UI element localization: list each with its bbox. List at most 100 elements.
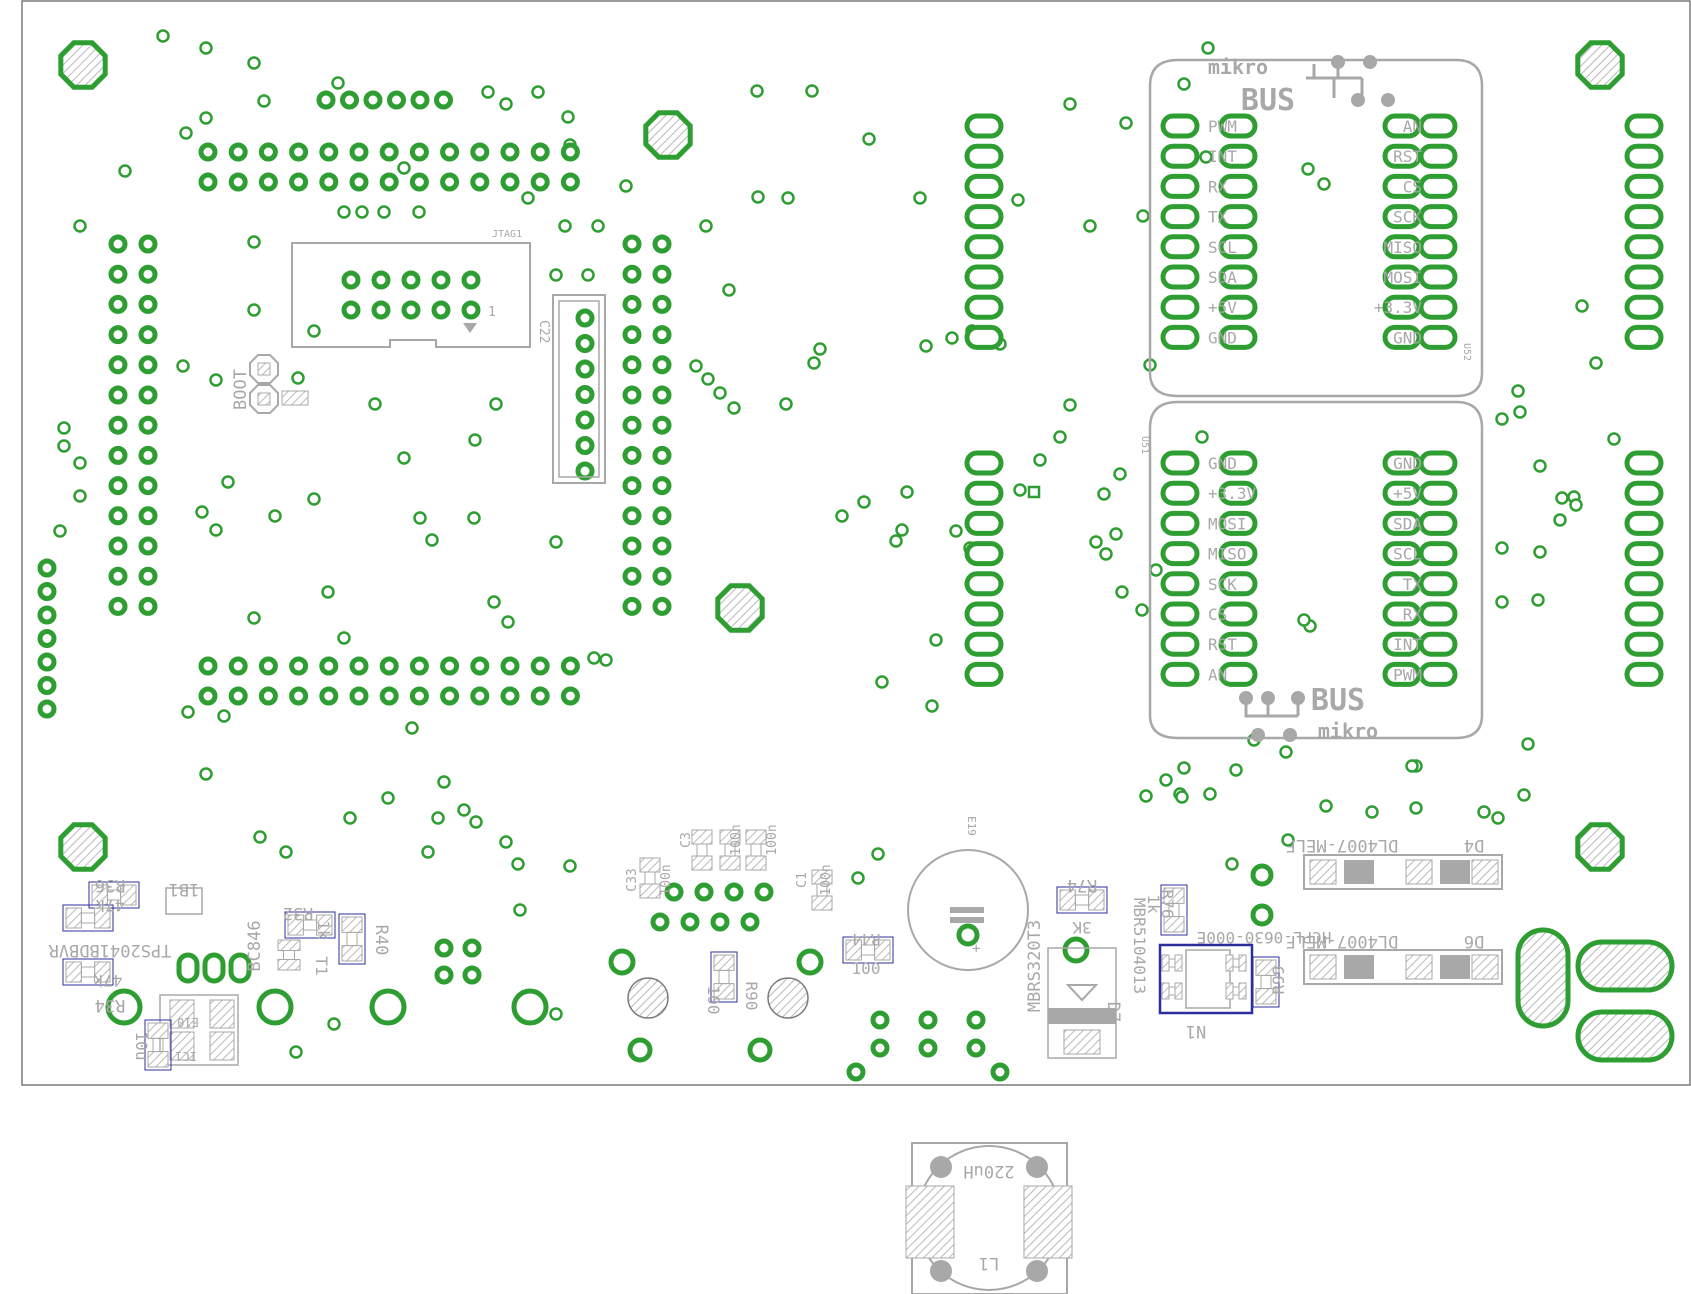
pin-label-bottom-right: +5V [1393, 484, 1422, 503]
via-icon [307, 492, 321, 506]
pad [575, 334, 595, 353]
via-icon [1491, 811, 1505, 825]
mikrobus-socket-top: mikro BUS U52 [1148, 55, 1484, 398]
label-mbr2: MBR5104013 [1130, 898, 1149, 994]
pin-label-bottom-right: SDA [1393, 514, 1422, 533]
label-r32: R32 [283, 903, 314, 923]
smd-pad [341, 945, 363, 962]
header-pad [1624, 173, 1664, 199]
via-icon [247, 303, 261, 317]
pad [650, 912, 670, 932]
header-pad [1382, 480, 1422, 506]
pad [316, 90, 336, 110]
smd-body [1168, 986, 1176, 996]
pad [622, 566, 642, 586]
header-pad [1624, 324, 1664, 350]
mikrobus-logo-top-2: mikro [1318, 719, 1378, 743]
via-icon [1089, 535, 1103, 549]
pad [462, 938, 482, 958]
pad [258, 686, 278, 706]
label-c33v: 100n [659, 864, 674, 895]
via-icon [1229, 763, 1243, 777]
header-pad [1218, 571, 1258, 597]
pin-label-top-right: RST [1393, 147, 1422, 166]
header-pad [964, 450, 1004, 476]
pad [379, 172, 399, 192]
header-pad [1418, 510, 1458, 536]
via-icon [501, 615, 515, 629]
smd-body [283, 950, 295, 960]
via-icon [851, 871, 865, 885]
via-icon [176, 359, 190, 373]
header-pad [1218, 661, 1258, 687]
pad [622, 385, 642, 405]
via-icon [1203, 787, 1217, 801]
header-pad [1160, 661, 1200, 687]
header-pad [964, 510, 1004, 536]
pad [108, 536, 128, 556]
via-icon [247, 56, 261, 70]
pin-label-bottom-left: AN [1208, 665, 1227, 684]
via-icon [1195, 430, 1209, 444]
label-r36: R36 [95, 875, 126, 895]
pad [627, 1037, 653, 1063]
smd-pad [277, 939, 301, 951]
header-pad [1418, 571, 1458, 597]
pad [228, 142, 248, 162]
via-icon [1607, 432, 1621, 446]
label-mbrs: MBRS320T3 [1025, 920, 1045, 1012]
pad [108, 234, 128, 254]
header-pad [1418, 541, 1458, 567]
header-pad [964, 173, 1004, 199]
pad [530, 172, 550, 192]
pad [410, 90, 430, 110]
pad [198, 656, 218, 676]
pad [108, 325, 128, 345]
smd-body [152, 1037, 164, 1053]
header-pad [1218, 264, 1258, 290]
mikrobus-socket-bottom: BUS mikro U51 [1139, 400, 1484, 743]
via-icon [805, 84, 819, 98]
header-pad [1418, 204, 1458, 230]
pad [1250, 903, 1274, 927]
socket-top-ref: U52 [1461, 343, 1472, 361]
pad [622, 264, 642, 284]
header-pad [1382, 631, 1422, 657]
via-icon [377, 205, 391, 219]
pad [341, 270, 361, 290]
pad [990, 1062, 1010, 1082]
via-icon [327, 1017, 341, 1031]
pin-label-top-right: AN [1403, 117, 1422, 136]
pad [530, 142, 550, 162]
smd-body [1168, 902, 1180, 918]
label-e19: E19 [965, 816, 978, 836]
pad [37, 652, 57, 672]
header-pad [1218, 450, 1258, 476]
via-icon [1513, 405, 1527, 419]
pad [664, 882, 684, 902]
header-pad [964, 661, 1004, 687]
pad [371, 300, 391, 320]
pad [434, 965, 454, 985]
label-tps: TPS2041BDBVR [48, 940, 172, 960]
pad [966, 1038, 986, 1058]
pad [108, 506, 128, 526]
via-icon [405, 721, 419, 735]
pin-label-top-left: SDA [1208, 268, 1237, 287]
pad [652, 536, 672, 556]
via-icon [337, 205, 351, 219]
pad [409, 656, 429, 676]
label-n1: N1 [1186, 1021, 1206, 1041]
header-pad [1218, 113, 1258, 139]
label-r44: R44 [852, 930, 881, 949]
smd-body [644, 871, 656, 885]
header-pad [1218, 631, 1258, 657]
mounting-hole-icon [58, 40, 108, 90]
header-pad [1218, 324, 1258, 350]
via-icon [73, 219, 87, 233]
power-section: + [159, 849, 1675, 1066]
pin-label-top-left: INT [1208, 147, 1237, 166]
pad [470, 656, 490, 676]
pin-label-bottom-right: INT [1393, 635, 1422, 654]
